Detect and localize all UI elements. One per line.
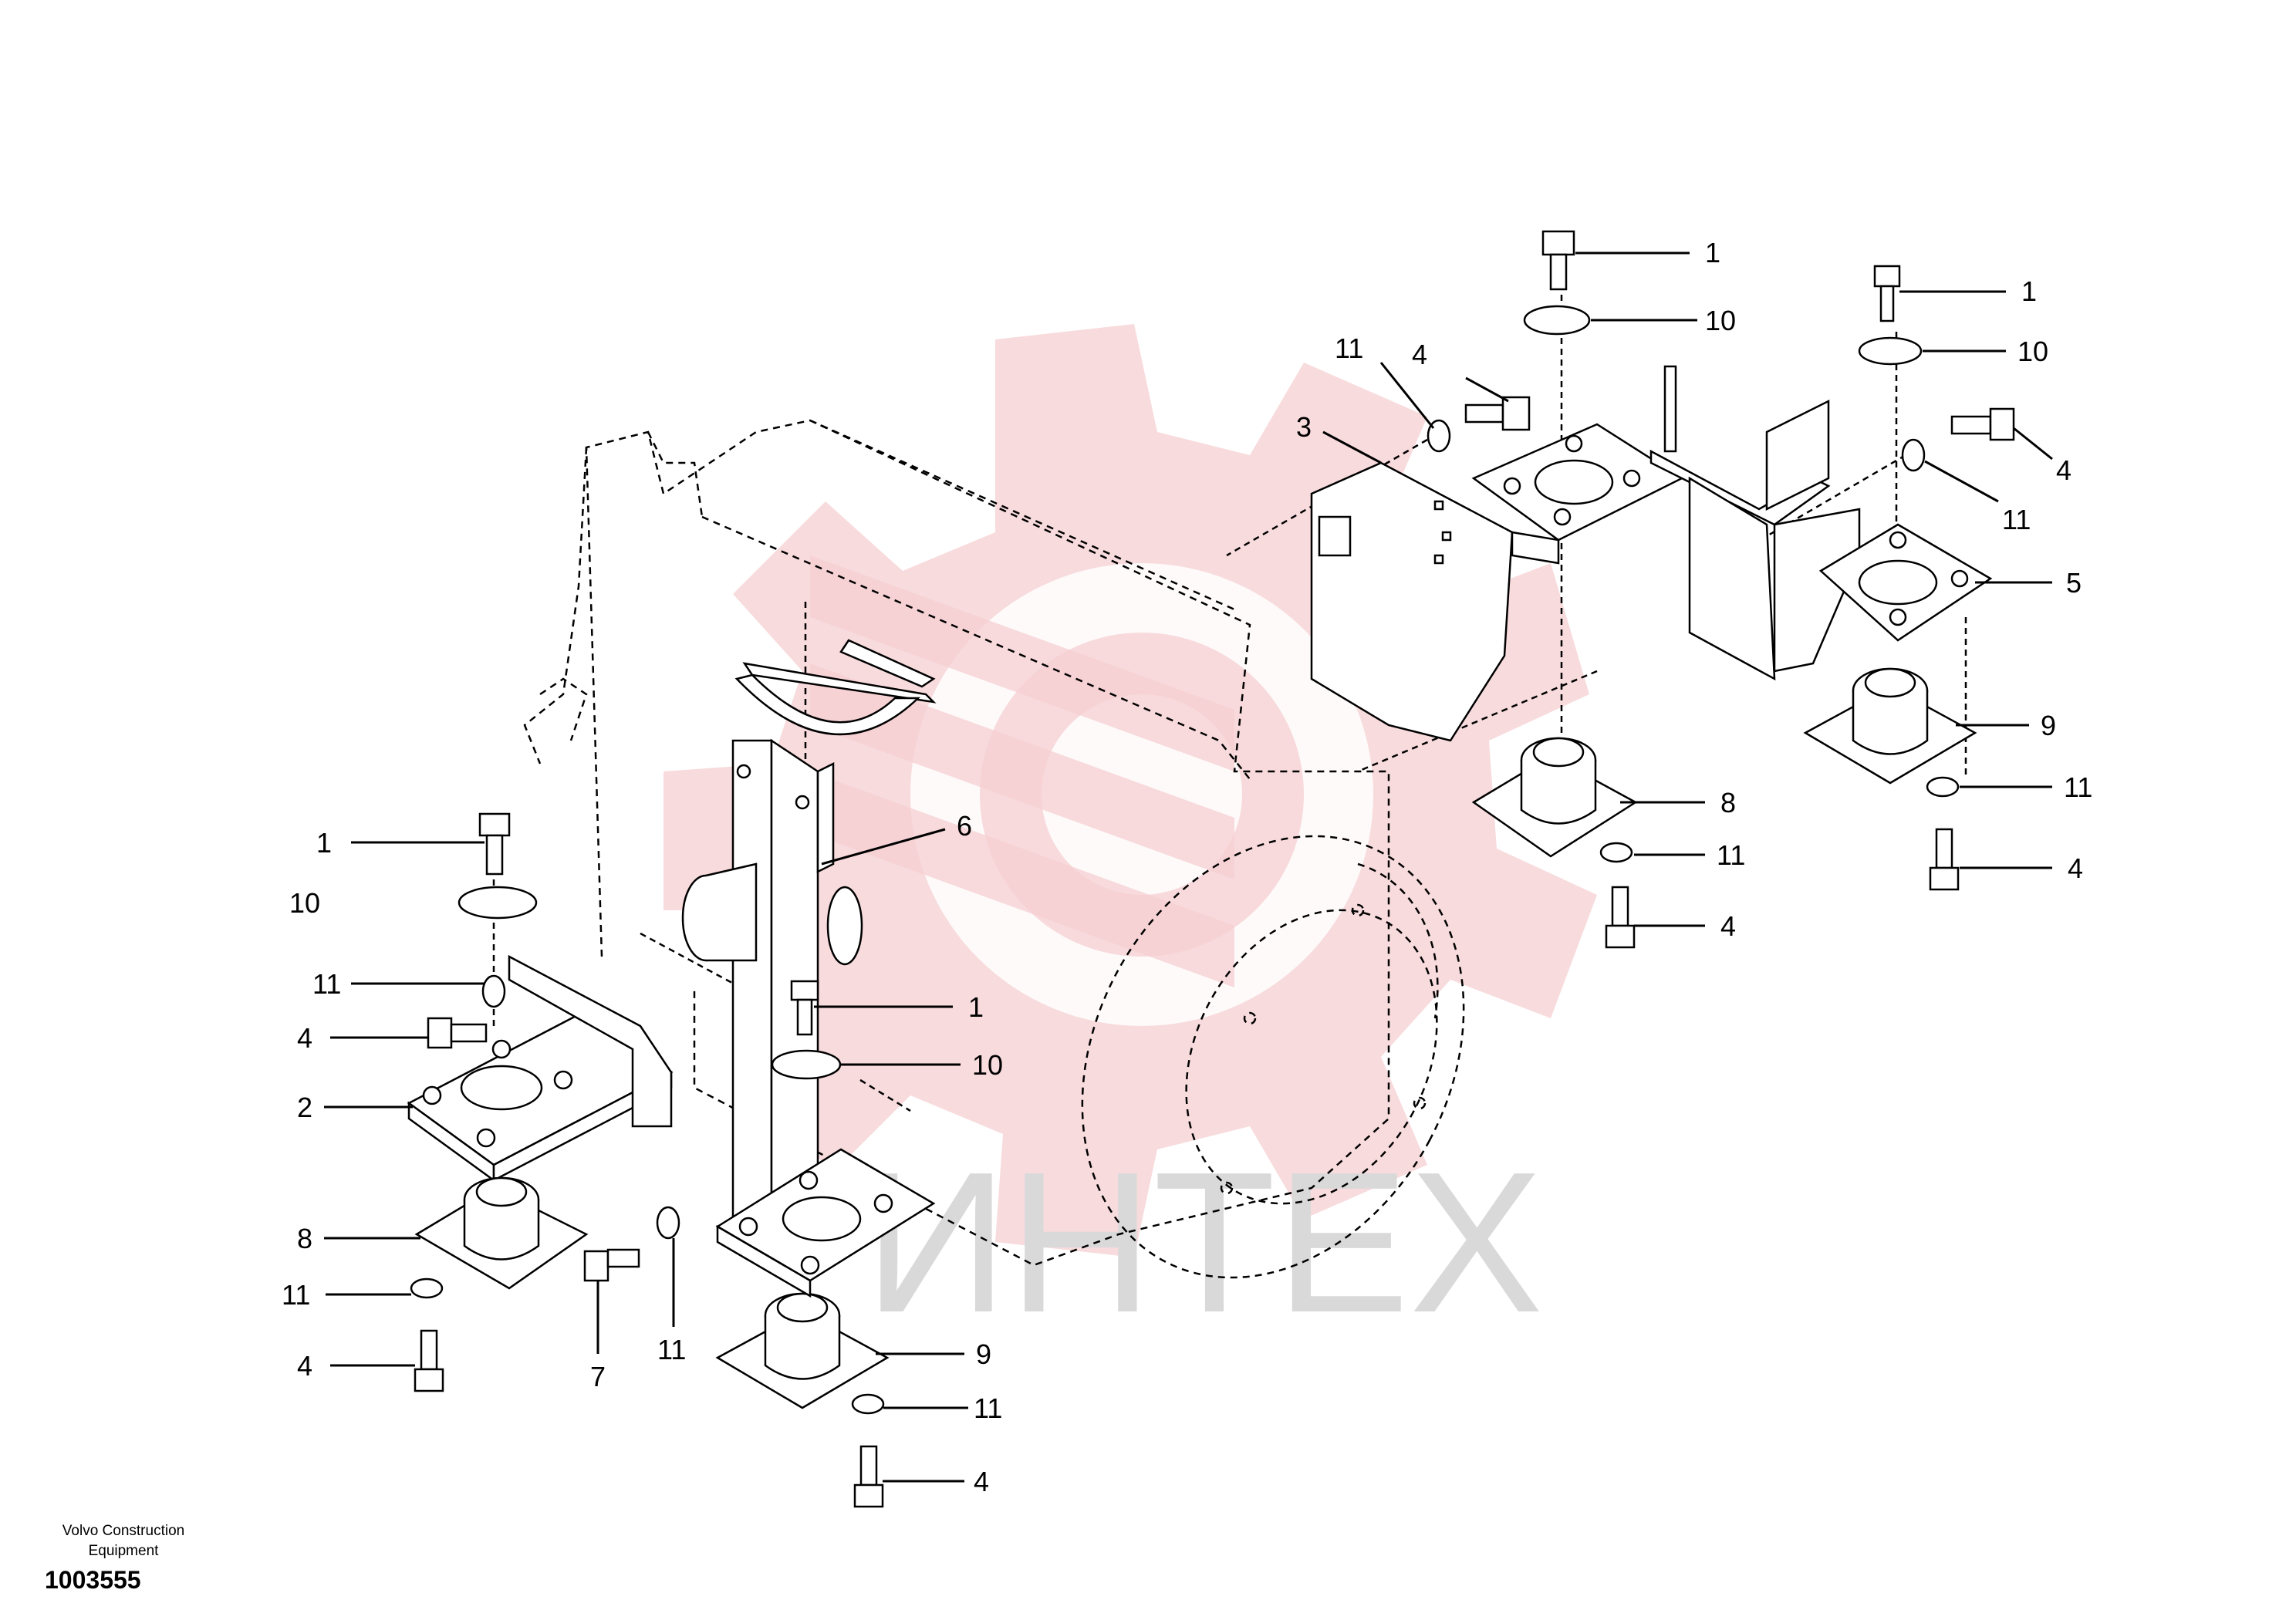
callout-11-mid-right: 11 [1717,839,1745,871]
bolt-4-upper-right [1950,407,2015,441]
callout-11-upper-right: 11 [2002,504,2031,535]
callout-10-upper: 10 [1705,305,1736,336]
callout-numbers: 1 10 4 11 3 1 10 4 11 5 9 11 4 8 11 4 6 … [282,237,2092,1497]
bolt-4-lower-left [414,1329,444,1392]
callout-8-upper: 8 [1720,787,1736,818]
part-9-mount-upper [1803,667,1977,785]
washer-10-upper [1523,305,1591,336]
callout-8-lower-left: 8 [297,1223,312,1254]
callout-1-centre: 1 [968,991,984,1023]
callout-4-lower-left: 4 [297,1350,312,1382]
lockwasher-11-lower-left [410,1277,444,1299]
callout-10-left: 10 [289,887,320,919]
part-2-bracket [407,954,674,1183]
callout-11-far-right: 11 [2064,771,2092,803]
callout-2: 2 [297,1092,312,1123]
document-number: 1003555 [45,1566,141,1594]
callout-10-upper-right: 10 [2017,336,2048,367]
bolt-1-centre [790,980,819,1036]
bolt-1-upper [1541,230,1575,291]
callout-4-far-right: 4 [2068,852,2083,884]
callout-4-mid-right: 4 [1720,910,1736,942]
callout-3: 3 [1296,411,1312,443]
callout-4-bottom: 4 [974,1466,989,1497]
leader-lines [324,251,2053,1483]
lockwasher-11-left [481,974,506,1008]
callout-4-left: 4 [297,1022,312,1054]
callout-11-centre: 11 [657,1334,686,1365]
callout-10-centre: 10 [972,1049,1003,1081]
callout-11-bottom: 11 [974,1392,1002,1424]
callout-7: 7 [590,1361,606,1392]
part-8-mount-upper [1471,737,1638,858]
callout-4-upper: 4 [1412,339,1427,370]
bolt-4-mid-right [1605,886,1636,949]
lockwasher-11-mid-right [1599,842,1633,863]
watermark-text: ИНТЕХ [864,1131,1543,1355]
part-6-base-plate [715,1148,936,1298]
bolt-1-upper-right [1873,265,1901,322]
lockwasher-11-far-right [1926,776,1960,798]
part-8-mount-left [414,1176,589,1290]
bolt-4-upper [1464,396,1531,431]
callout-6: 6 [957,810,972,842]
bolt-4-left [427,1017,488,1049]
washer-10-centre [771,1049,842,1080]
part-9-mount-bottom [715,1292,890,1409]
callout-11-left: 11 [312,968,341,1000]
callout-5: 5 [2066,567,2082,599]
fasteners [410,230,2015,1508]
washer-10-left [458,886,538,920]
part-3-bracket [1310,423,1684,742]
callout-1-upper: 1 [1705,237,1720,268]
lockwasher-11-upper-right [1901,438,1926,472]
lockwasher-11-bottom [851,1393,885,1415]
brand-line-2: Equipment [88,1543,159,1559]
bolt-7 [583,1248,640,1282]
part-6-post-bracket [681,639,937,1275]
callout-1-left: 1 [316,827,332,859]
bolt-4-far-right [1929,828,1960,891]
bolt-1-left [478,812,511,876]
washer-10-upper-right [1858,336,1923,366]
bolt-4-bottom [853,1445,884,1508]
callout-11-lower-left: 11 [282,1279,310,1311]
part-5-bracket [1649,365,1993,681]
lockwasher-11-centre [656,1206,680,1240]
callout-4-upper-right: 4 [2056,454,2071,486]
callout-9-upper-right: 9 [2041,710,2056,741]
brand-line-1: Volvo Construction [62,1523,185,1539]
callout-9-bottom: 9 [976,1338,991,1370]
callout-1-upper-right: 1 [2021,275,2037,307]
manufacturer-caption: Volvo Construction Equipment [31,1521,216,1561]
callout-11-upper: 11 [1335,332,1363,364]
engine-outline [523,419,1465,1279]
